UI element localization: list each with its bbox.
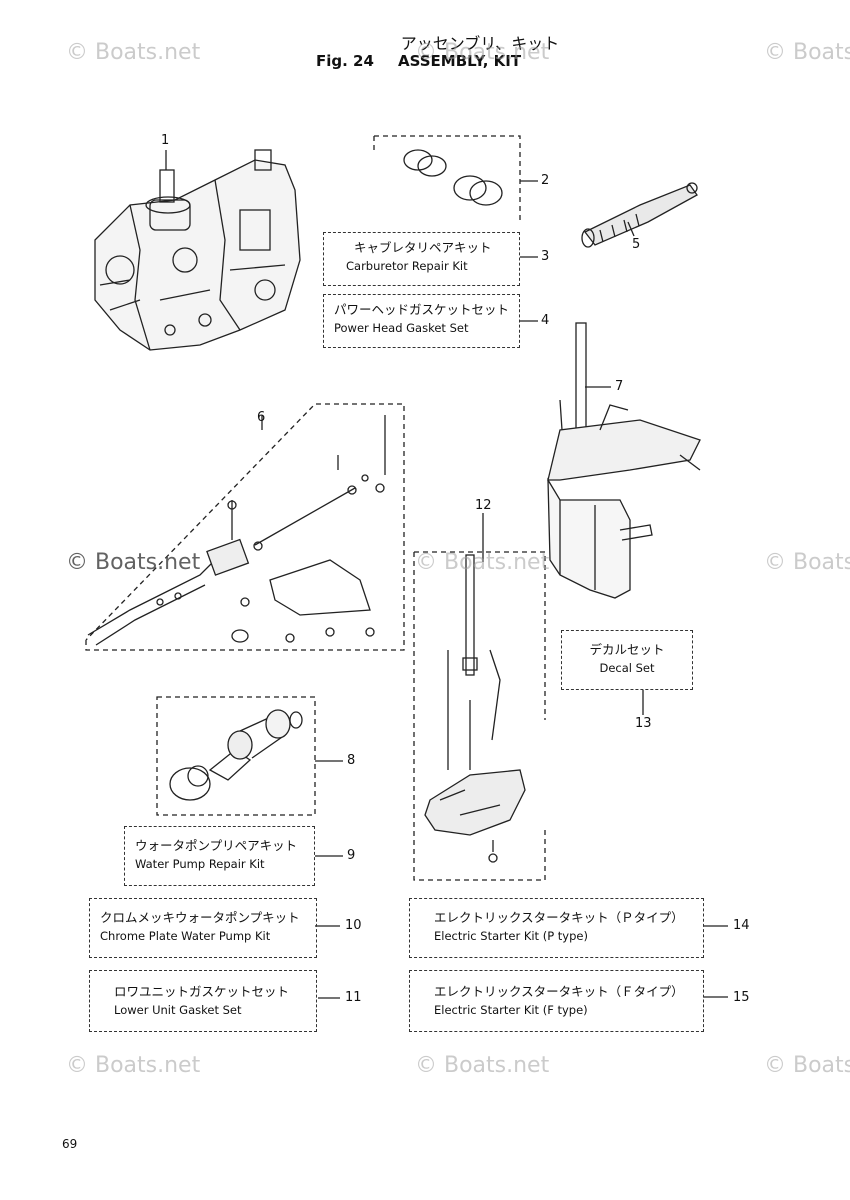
callout-6: 6 <box>257 410 266 425</box>
kit-label-en: Power Head Gasket Set <box>334 321 469 335</box>
kit-label-jp: デカルセット <box>589 642 665 657</box>
callout-11: 11 <box>345 990 362 1005</box>
watermark: © Boats.net <box>415 1053 550 1078</box>
figure-number: Fig. 24 <box>316 52 374 70</box>
electric-starter-kit-p-box: エレクトリックスタータキット（Ｐタイプ） Electric Starter Ki… <box>409 898 704 958</box>
lower-unit-gasket-set-box: ロワユニットガスケットセット Lower Unit Gasket Set <box>89 970 317 1032</box>
callout-10: 10 <box>345 918 362 933</box>
callout-7: 7 <box>615 379 624 394</box>
page-number: 69 <box>62 1137 78 1151</box>
kit-label-jp: パワーヘッドガスケットセット <box>334 302 510 317</box>
watermark: © Boats.net <box>66 1053 201 1078</box>
watermark: © Boats.net <box>415 550 550 575</box>
kit-label-en: Water Pump Repair Kit <box>135 857 265 871</box>
callout-15: 15 <box>733 990 750 1005</box>
driveshaft-housing-illustration <box>547 322 701 599</box>
callout-3: 3 <box>541 249 550 264</box>
kit-label-en: Chrome Plate Water Pump Kit <box>100 929 271 943</box>
power-head-gasket-set-box: パワーヘッドガスケットセット Power Head Gasket Set <box>323 294 520 348</box>
kit-label-en: Electric Starter Kit (P type) <box>434 929 588 943</box>
watermark: © Boats.net <box>415 40 550 65</box>
callout-2: 2 <box>541 173 550 188</box>
kit-label-jp: エレクトリックスタータキット（Ｐタイプ） <box>434 910 684 925</box>
carburetor-repair-kit-box: キャブレタリペアキット Carburetor Repair Kit <box>323 232 520 286</box>
kit-label-en: Carburetor Repair Kit <box>346 259 468 273</box>
title-japanese: アッセンブリ、キット <box>400 34 560 53</box>
electric-starter-kit-f-box: エレクトリックスタータキット（Ｆタイプ） Electric Starter Ki… <box>409 970 704 1032</box>
callout-13: 13 <box>635 716 652 731</box>
callout-5: 5 <box>632 237 641 252</box>
watermark: © Boats.net <box>66 550 201 575</box>
kit-label-en: Lower Unit Gasket Set <box>114 1003 242 1017</box>
watermark: © Boats.net <box>764 1053 850 1078</box>
callout-1: 1 <box>161 133 170 148</box>
tiller-grip-illustration <box>581 182 698 248</box>
decal-set-box: デカルセット Decal Set <box>561 630 693 690</box>
callout-8: 8 <box>347 753 356 768</box>
chrome-plate-water-pump-kit-box: クロムメッキウォータポンプキット Chrome Plate Water Pump… <box>89 898 317 958</box>
power-head-illustration <box>94 149 301 351</box>
kit-label-jp: ロワユニットガスケットセット <box>114 984 290 999</box>
callout-14: 14 <box>733 918 750 933</box>
watermark: © Boats.net <box>764 40 850 65</box>
callout-12: 12 <box>475 498 492 513</box>
kit-label-en: Electric Starter Kit (F type) <box>434 1003 588 1017</box>
kit-label-jp: キャブレタリペアキット <box>354 240 492 255</box>
kit-label-en: Decal Set <box>599 661 655 675</box>
kit-label-jp: クロムメッキウォータポンプキット <box>100 910 300 925</box>
linkage-parts-illustration <box>87 415 386 646</box>
kit-label-jp: ウォータポンプリペアキット <box>135 838 298 853</box>
o-rings-illustration <box>403 149 503 206</box>
water-pump-repair-kit-box: ウォータポンプリペアキット Water Pump Repair Kit <box>124 826 315 886</box>
figure-title: ASSEMBLY, KIT <box>398 52 522 70</box>
watermark: © Boats.net <box>66 40 201 65</box>
callout-9: 9 <box>347 848 356 863</box>
kit-label-jp: エレクトリックスタータキット（Ｆタイプ） <box>434 984 684 999</box>
callout-4: 4 <box>541 313 550 328</box>
lower-unit-illustration <box>424 554 526 863</box>
water-pump-illustration <box>169 709 303 801</box>
watermark: © Boats.net <box>764 550 850 575</box>
